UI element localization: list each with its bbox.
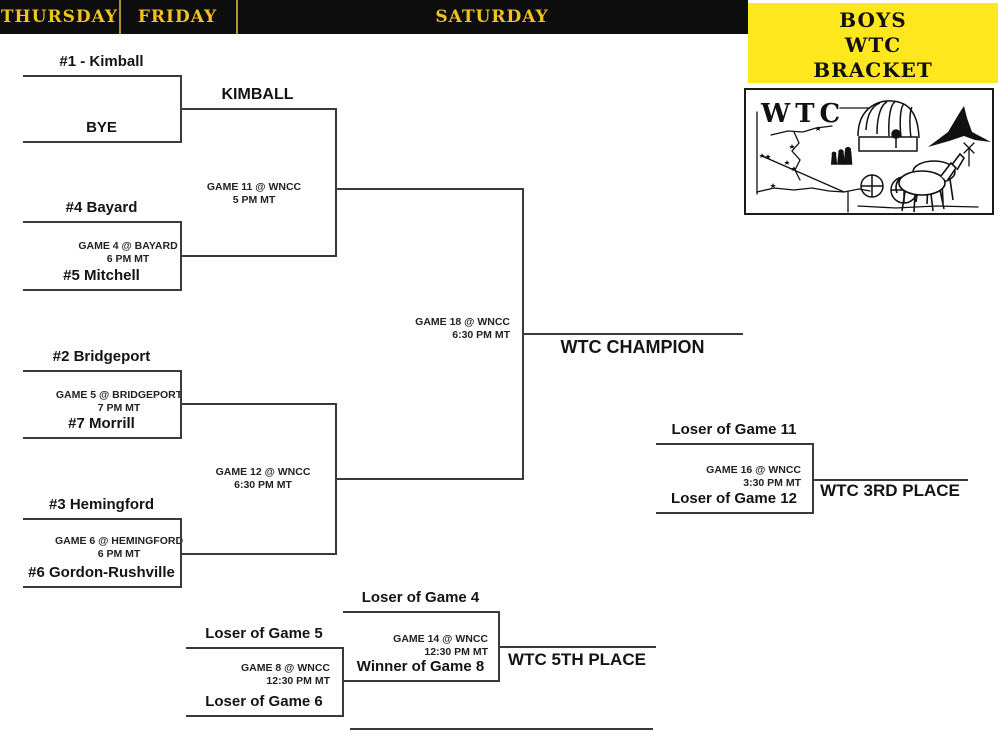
game16-info: GAME 16 @ WNCC 3:30 PM MT bbox=[651, 464, 801, 490]
game16-line1: GAME 16 @ WNCC bbox=[706, 464, 801, 476]
title-line-boys: BOYS bbox=[839, 8, 907, 32]
wtc-logo-drawing: WTC bbox=[756, 99, 991, 213]
loser-game5-label: Loser of Game 5 bbox=[205, 625, 323, 642]
game5-line1: GAME 5 @ BRIDGEPORT bbox=[55, 389, 183, 401]
map-stars bbox=[759, 126, 821, 188]
day-header-thursday: THURSDAY bbox=[0, 7, 119, 27]
game14-line2: 12:30 PM MT bbox=[424, 646, 488, 658]
game8-line2: 12:30 PM MT bbox=[266, 675, 330, 687]
game14-line1: GAME 14 @ WNCC bbox=[393, 633, 488, 645]
title-line-wtc: WTC bbox=[844, 33, 902, 57]
champion-label: WTC CHAMPION bbox=[560, 337, 705, 357]
team-gordon-rushville: #6 Gordon-Rushville bbox=[28, 564, 175, 581]
game12-winner-line bbox=[335, 478, 522, 480]
m1-winner-line bbox=[180, 108, 335, 110]
champion-line bbox=[522, 333, 743, 335]
wagon bbox=[857, 100, 920, 204]
title-line-bracket: BRACKET bbox=[813, 58, 933, 82]
loser-game12-label: Loser of Game 12 bbox=[671, 490, 797, 507]
team-kimball-seed: #1 - Kimball bbox=[59, 53, 144, 70]
game8-bottom-line bbox=[186, 715, 342, 717]
team-mitchell: #5 Mitchell bbox=[63, 267, 140, 284]
m3-bottom-line bbox=[23, 437, 180, 439]
day-divider bbox=[119, 0, 121, 34]
chimney-rock bbox=[928, 106, 991, 147]
third-connector bbox=[812, 443, 814, 514]
game18-info: GAME 18 @ WNCC 6:30 PM MT bbox=[360, 316, 510, 342]
third-place-label: WTC 3RD PLACE bbox=[820, 481, 960, 500]
game8-connector bbox=[342, 647, 344, 717]
fifth-place-line bbox=[498, 646, 656, 648]
bottom-partial-line bbox=[350, 728, 653, 730]
day-header-bar: THURSDAY FRIDAY SATURDAY bbox=[0, 0, 748, 34]
wtc-logo-box: WTC bbox=[744, 88, 994, 215]
winner-kimball-label: KIMBALL bbox=[221, 86, 294, 103]
m3-winner-line bbox=[180, 403, 335, 405]
settler-figures bbox=[830, 146, 853, 165]
m1-top-line bbox=[23, 75, 180, 77]
m1-bottom-line bbox=[23, 141, 180, 143]
game11-line2: 5 PM MT bbox=[232, 194, 276, 206]
game8-info: GAME 8 @ WNCC 12:30 PM MT bbox=[180, 662, 330, 688]
m4-top-line bbox=[23, 518, 180, 520]
game6-line1: GAME 6 @ HEMINGFORD bbox=[54, 535, 184, 547]
game12-line1: GAME 12 @ WNCC bbox=[215, 466, 311, 478]
third-top-line bbox=[656, 443, 812, 445]
fifth-top-line bbox=[343, 611, 498, 613]
third-place-line bbox=[812, 479, 968, 481]
m3-top-line bbox=[23, 370, 180, 372]
team-morrill: #7 Morrill bbox=[68, 415, 135, 432]
game16-line2: 3:30 PM MT bbox=[743, 477, 801, 489]
game5-line2: 7 PM MT bbox=[97, 402, 141, 414]
m4-winner-line bbox=[180, 553, 335, 555]
game5-info: GAME 5 @ BRIDGEPORT 7 PM MT bbox=[44, 389, 194, 415]
game8-top-line bbox=[186, 647, 342, 649]
team-bayard: #4 Bayard bbox=[65, 199, 138, 216]
horse-team bbox=[895, 152, 966, 213]
fifth-bottom-line bbox=[343, 680, 498, 682]
team-bye: BYE bbox=[86, 119, 117, 136]
fifth-place-label: WTC 5TH PLACE bbox=[508, 650, 646, 669]
loser-game4-label: Loser of Game 4 bbox=[361, 589, 480, 606]
m2-winner-line bbox=[180, 255, 335, 257]
game18-line2: 6:30 PM MT bbox=[452, 329, 510, 341]
logo-wtc-text: WTC bbox=[760, 99, 845, 129]
winner-game8-label: Winner of Game 8 bbox=[356, 658, 485, 675]
game11-connector bbox=[335, 108, 337, 257]
game8-line1: GAME 8 @ WNCC bbox=[241, 662, 330, 674]
game11-winner-line bbox=[335, 188, 522, 190]
game4-line2: 6 PM MT bbox=[106, 253, 150, 265]
m4-bottom-line bbox=[23, 586, 180, 588]
game12-info: GAME 12 @ WNCC 6:30 PM MT bbox=[188, 466, 338, 492]
game4-line1: GAME 4 @ BAYARD bbox=[78, 240, 178, 252]
day-header-friday: FRIDAY bbox=[137, 7, 218, 27]
game6-info: GAME 6 @ HEMINGFORD 6 PM MT bbox=[44, 535, 194, 561]
day-header-saturday: SATURDAY bbox=[435, 7, 549, 27]
game11-info: GAME 11 @ WNCC 5 PM MT bbox=[179, 181, 329, 207]
game14-info: GAME 14 @ WNCC 12:30 PM MT bbox=[338, 633, 488, 659]
day-divider bbox=[236, 0, 238, 34]
m2-bottom-line bbox=[23, 289, 180, 291]
game12-line2: 6:30 PM MT bbox=[234, 479, 292, 491]
loser-game11-label: Loser of Game 11 bbox=[671, 421, 797, 438]
game4-info: GAME 4 @ BAYARD 6 PM MT bbox=[53, 240, 203, 266]
game11-line1: GAME 11 @ WNCC bbox=[206, 181, 302, 193]
bracket-title-box: BOYS WTC BRACKET bbox=[748, 3, 998, 83]
loser-game6-label: Loser of Game 6 bbox=[205, 693, 323, 710]
m2-top-line bbox=[23, 221, 180, 223]
game18-line1: GAME 18 @ WNCC bbox=[415, 316, 510, 328]
third-bottom-line bbox=[656, 512, 812, 514]
game6-line2: 6 PM MT bbox=[97, 548, 141, 560]
team-hemingford: #3 Hemingford bbox=[48, 496, 154, 513]
team-bridgeport: #2 Bridgeport bbox=[52, 348, 151, 365]
